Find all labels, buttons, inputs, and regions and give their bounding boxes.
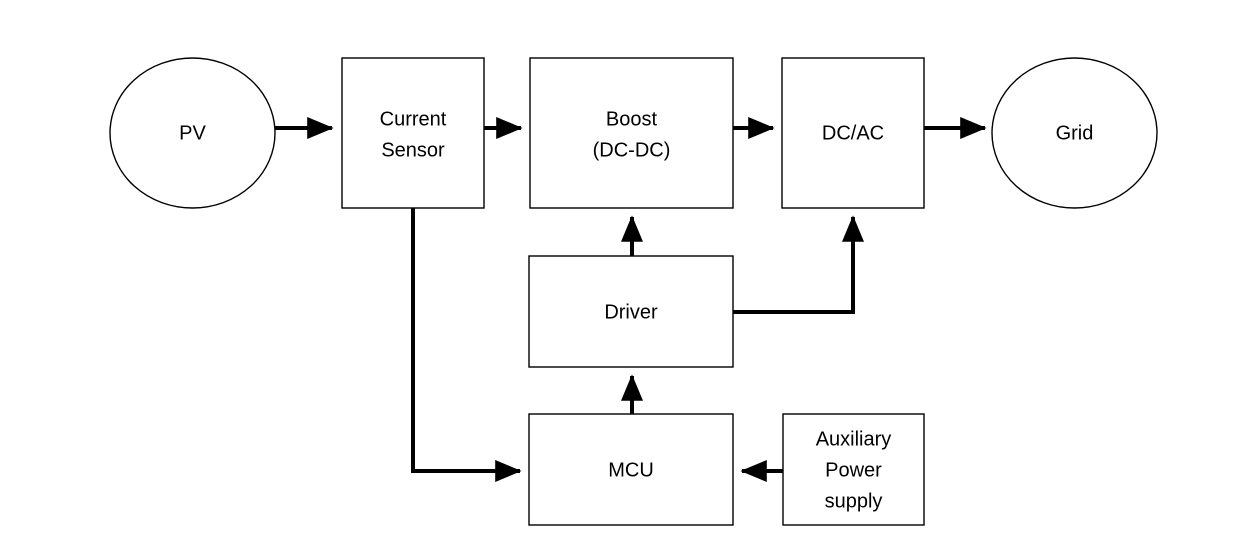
- auxiliary-power-supply-rect: [782, 413, 925, 526]
- driver-label: Driver: [604, 301, 658, 323]
- mcu-label: MCU: [608, 459, 654, 481]
- node-pv[interactable]: PV: [109, 57, 276, 209]
- boost-label-line2: (DC-DC): [593, 139, 671, 161]
- auxiliary-power-supply-label-line1: Auxiliary: [816, 428, 892, 450]
- connector-current-sensor-to-mcu: [411, 208, 522, 483]
- node-boost[interactable]: Boost (DC-DC): [529, 57, 734, 209]
- current-sensor-label-line2: Sensor: [381, 139, 445, 161]
- connector-driver-to-dcac: [733, 215, 865, 314]
- nodes-layer: PV Current Sensor Boost (DC-DC) DC/AC: [109, 57, 1158, 526]
- pv-ellipse: [109, 57, 276, 209]
- node-dcac[interactable]: DC/AC: [781, 57, 925, 209]
- node-auxiliary-power-supply[interactable]: Auxiliary Power supply: [782, 413, 925, 526]
- boost-rect: [529, 57, 734, 209]
- driver-rect: [528, 255, 734, 368]
- dcac-rect: [781, 57, 925, 209]
- node-current-sensor[interactable]: Current Sensor: [341, 57, 485, 209]
- node-mcu[interactable]: MCU: [528, 413, 734, 526]
- node-driver[interactable]: Driver: [528, 255, 734, 368]
- grid-label: Grid: [1056, 122, 1094, 144]
- grid-ellipse: [991, 57, 1158, 209]
- current-sensor-rect: [341, 57, 485, 209]
- dcac-label: DC/AC: [822, 122, 884, 144]
- auxiliary-power-supply-label-line3: supply: [825, 490, 883, 512]
- pv-label: PV: [179, 122, 206, 144]
- connections-layer: [272, 117, 987, 483]
- auxiliary-power-supply-label-line2: Power: [825, 459, 882, 481]
- current-sensor-label-line1: Current: [380, 108, 447, 130]
- boost-label-line1: Boost: [606, 108, 658, 130]
- node-grid[interactable]: Grid: [991, 57, 1158, 209]
- mcu-rect: [528, 413, 734, 526]
